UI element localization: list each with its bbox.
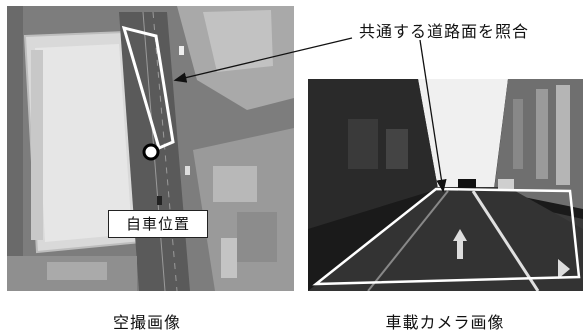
onboard-caption: 車載カメラ画像 [385,313,505,332]
callout-arrow-aerial [173,37,353,83]
callout-text: 共通する道路面を照合 [359,22,530,41]
aerial-caption: 空撮画像 [112,313,181,332]
aerial-road-highlight [121,25,175,151]
ego-position-marker [142,143,160,161]
aerial-photo-art [7,6,294,291]
aerial-image [7,6,294,291]
callout-arrow-onboard [419,39,447,193]
ego-position-label: 自車位置 [108,210,208,238]
onboard-road-highlight [312,187,581,286]
